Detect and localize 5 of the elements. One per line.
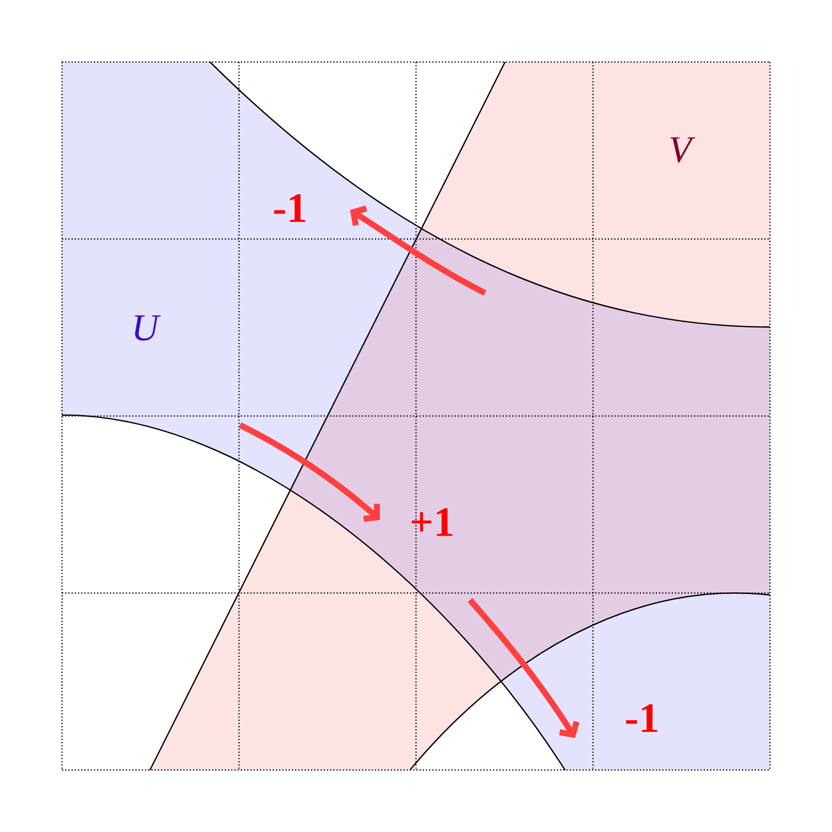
region-label: V — [670, 137, 696, 163]
sign-label: +1 — [412, 508, 452, 536]
sign-label: -1 — [274, 194, 306, 222]
region-label: U — [134, 315, 161, 341]
sign-label: -1 — [626, 704, 658, 732]
